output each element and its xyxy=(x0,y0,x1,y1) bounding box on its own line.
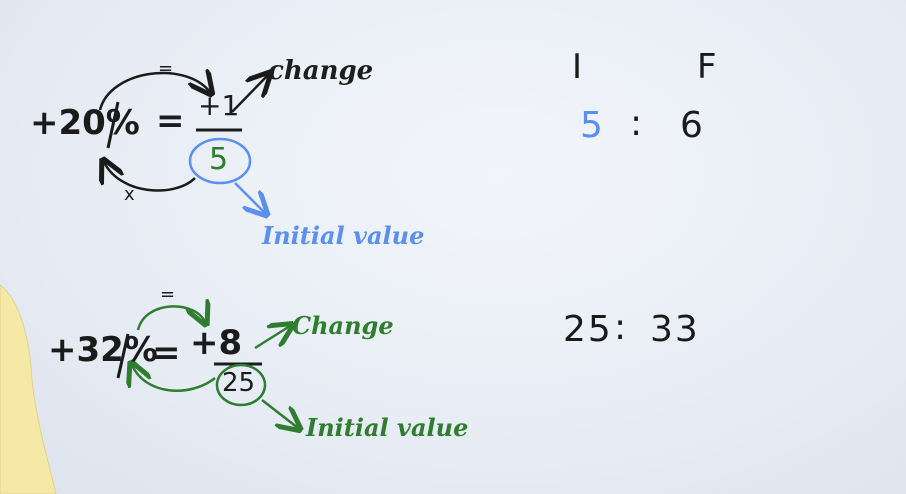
example2-denominator-circle xyxy=(215,363,267,407)
ratio2-initial: 25 xyxy=(563,309,613,350)
example1-change-arrow xyxy=(231,75,268,113)
example1-numerator: +1 xyxy=(198,89,240,122)
example1-initial-arrow xyxy=(234,182,265,213)
example1-top-arc xyxy=(98,73,210,111)
example2-initial-arrow xyxy=(261,399,298,428)
example1-denominator: 5 xyxy=(209,142,229,177)
ratio1-final: 6 xyxy=(680,105,705,146)
ratio2-final: 33 xyxy=(650,309,700,350)
example1-top-arc-mark: = xyxy=(158,58,174,79)
example1-percent-slash xyxy=(106,101,120,149)
example2-initial-label: Initial value xyxy=(306,413,469,442)
ratio2-colon: : xyxy=(614,307,629,348)
example1-denominator-circle xyxy=(188,137,252,185)
example2-change-label: Change xyxy=(292,311,394,340)
presenter-sleeve xyxy=(0,284,57,494)
example2-denominator: 25 xyxy=(222,368,256,398)
ratio1-final-heading: F xyxy=(697,47,717,87)
example1-change-label: change xyxy=(268,56,374,86)
example2-equals: = xyxy=(152,333,181,373)
example2-top-arc-mark: = xyxy=(160,284,176,305)
example1-equals: = xyxy=(156,101,185,141)
example1-initial-label: Initial value xyxy=(262,221,425,250)
ratio1-colon: : xyxy=(630,103,645,144)
example2-percent: +32% xyxy=(48,330,158,370)
example1-bottom-arc xyxy=(104,162,196,192)
ratio1-initial-heading: I xyxy=(572,47,583,87)
example1-percent: +20% xyxy=(30,103,140,143)
example2-top-arc xyxy=(136,306,205,330)
example2-percent-slash xyxy=(116,333,130,379)
example2-change-arrow xyxy=(254,326,290,350)
example1-bottom-arc-mark: x xyxy=(124,184,135,205)
example2-bottom-arc xyxy=(132,365,216,392)
ratio1-initial: 5 xyxy=(580,105,605,146)
example2-numerator: +8 xyxy=(190,323,243,363)
